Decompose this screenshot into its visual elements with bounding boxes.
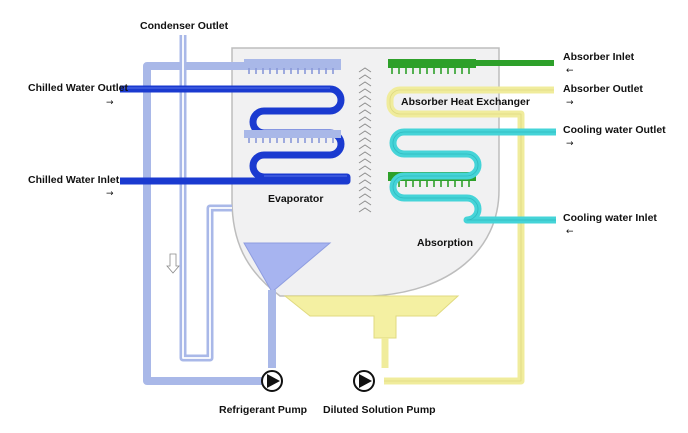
baffle-chevron — [358, 137, 372, 143]
baffle-chevron — [358, 193, 372, 199]
baffle-chevron — [358, 186, 372, 192]
separator-baffle — [358, 67, 372, 213]
chilled-water-outlet-label: Chilled Water Outlet — [28, 82, 128, 94]
absorber-inlet-nozzles — [391, 68, 470, 74]
flow-direction-arrow-icon — [166, 253, 180, 274]
refrigerant-pool — [243, 242, 332, 293]
solution-loop-outline — [384, 89, 554, 382]
evaporator-drip-tray — [244, 130, 341, 138]
baffle-chevron — [358, 130, 372, 136]
cooling-water-outlet-arrow-icon: → — [566, 139, 574, 149]
absorber-inlet-header — [388, 59, 476, 68]
baffle-chevron — [358, 207, 372, 213]
chilled-water-outlet-arrow-icon: → — [106, 98, 114, 108]
diluted-solution-pump-icon — [353, 370, 375, 392]
baffle-chevron — [358, 172, 372, 178]
refrigerant-pump-label: Refrigerant Pump — [219, 404, 308, 416]
absorber-inlet-label: Absorber Inlet — [563, 51, 635, 63]
condenser-outlet-label: Condenser Outlet — [140, 20, 229, 32]
condenser-outlet-pipe — [179, 35, 232, 362]
cooling-water-outlet-label: Cooling water Outlet — [563, 124, 666, 136]
baffle-chevron — [358, 95, 372, 101]
baffle-chevron — [358, 200, 372, 206]
cooling-water-inlet-label: Cooling water Inlet — [563, 212, 657, 224]
absorption-label: Absorption — [417, 237, 473, 249]
absorber-inlet-arrow-icon: ← — [566, 66, 574, 76]
baffle-chevron — [358, 102, 372, 108]
drip-tray-nozzles — [248, 138, 334, 143]
baffle-chevron — [358, 144, 372, 150]
refrigerant-pump-icon — [261, 370, 283, 392]
baffle-chevron — [358, 158, 372, 164]
baffle-chevron — [358, 179, 372, 185]
chilled-water-inlet-arrow-icon: → — [106, 189, 114, 199]
absorber-tray-nozzles — [391, 181, 470, 187]
baffle-chevron — [358, 123, 372, 129]
absorber-heat-exchanger-label: Absorber Heat Exchanger — [401, 96, 530, 108]
cooling-water-inlet-arrow-icon: ← — [566, 227, 574, 237]
absorber-outlet-label: Absorber Outlet — [563, 83, 643, 95]
refrigerant-spray-nozzles — [248, 68, 334, 74]
baffle-chevron — [358, 67, 372, 73]
baffle-chevron — [358, 88, 372, 94]
chilled-water-inlet-label: Chilled Water Inlet — [28, 174, 120, 186]
evaporator-label: Evaporator — [268, 193, 324, 205]
baffle-chevron — [358, 109, 372, 115]
baffle-chevron — [358, 81, 372, 87]
baffle-chevron — [358, 151, 372, 157]
diluted-solution-pump-label: Diluted Solution Pump — [323, 404, 436, 416]
baffle-chevron — [358, 74, 372, 80]
baffle-chevron — [358, 116, 372, 122]
cooling-water-coil-outline — [392, 131, 556, 221]
refrigerant-spray-header — [244, 59, 341, 68]
baffle-chevron — [358, 165, 372, 171]
condenser-outlet-core — [182, 35, 232, 359]
solution-basin — [283, 295, 460, 339]
absorber-outlet-arrow-icon: → — [566, 98, 574, 108]
